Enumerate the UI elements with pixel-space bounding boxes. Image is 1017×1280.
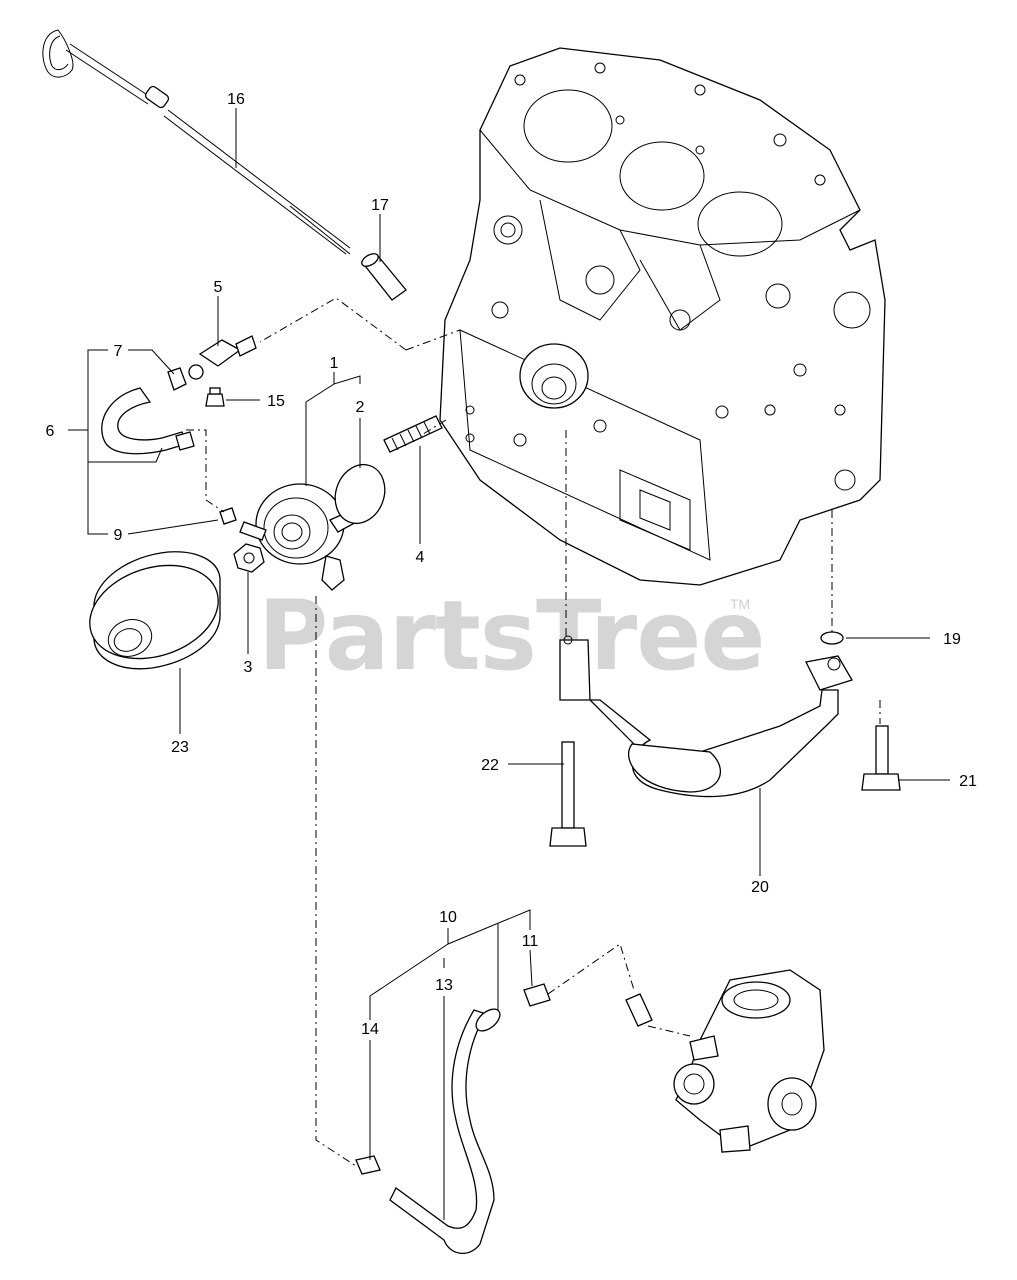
callout-4: 4 bbox=[416, 549, 425, 566]
watermark-brand: PartsTree bbox=[258, 580, 765, 692]
hose-part[interactable] bbox=[101, 367, 237, 525]
thermostat-housing-part[interactable] bbox=[625, 969, 825, 1153]
engine-block bbox=[439, 47, 886, 586]
drain-plug-part[interactable] bbox=[205, 387, 225, 407]
assembly-lines bbox=[186, 297, 881, 1167]
callout-16: 16 bbox=[227, 91, 245, 108]
callout-9: 9 bbox=[114, 527, 123, 544]
callout-14: 14 bbox=[361, 1021, 379, 1038]
callout-labels: 16 17 5 7 6 9 15 1 2 4 3 23 19 21 22 20 … bbox=[46, 91, 977, 1038]
callout-3: 3 bbox=[244, 659, 253, 676]
callout-15: 15 bbox=[267, 393, 285, 410]
callout-17: 17 bbox=[371, 197, 389, 214]
callout-11: 11 bbox=[522, 933, 539, 950]
watermark-trademark: TM bbox=[730, 596, 751, 612]
callout-2: 2 bbox=[356, 399, 365, 416]
bolt-21-part[interactable] bbox=[861, 725, 901, 791]
oil-strainer-part[interactable] bbox=[559, 635, 853, 798]
leader-lines bbox=[68, 108, 950, 1220]
o-ring-part[interactable] bbox=[327, 458, 393, 531]
oil-filter-part[interactable] bbox=[78, 550, 231, 674]
callout-23: 23 bbox=[171, 739, 189, 756]
oil-cooler-part[interactable] bbox=[239, 483, 361, 591]
callout-21: 21 bbox=[959, 773, 977, 790]
hose-clamp-14-part[interactable] bbox=[355, 1155, 381, 1175]
nut-part[interactable] bbox=[233, 543, 265, 573]
pipe-joint-part[interactable] bbox=[188, 335, 257, 380]
water-hose-part[interactable] bbox=[389, 1005, 504, 1254]
callout-22: 22 bbox=[481, 757, 499, 774]
dipstick-guide-part[interactable] bbox=[360, 251, 407, 301]
callout-20: 20 bbox=[751, 879, 769, 896]
callout-1: 1 bbox=[330, 355, 339, 372]
callout-5: 5 bbox=[214, 279, 223, 296]
bolt-22-part[interactable] bbox=[549, 741, 587, 847]
hose-clamp-11-part[interactable] bbox=[523, 983, 551, 1007]
callout-10: 10 bbox=[439, 909, 457, 926]
callout-13: 13 bbox=[435, 977, 453, 994]
gasket-part[interactable] bbox=[820, 631, 844, 645]
dipstick-part[interactable] bbox=[42, 29, 351, 255]
callout-6: 6 bbox=[46, 423, 55, 440]
callout-7: 7 bbox=[114, 343, 123, 360]
threaded-pipe-part[interactable] bbox=[383, 415, 443, 453]
callout-19: 19 bbox=[943, 631, 961, 648]
